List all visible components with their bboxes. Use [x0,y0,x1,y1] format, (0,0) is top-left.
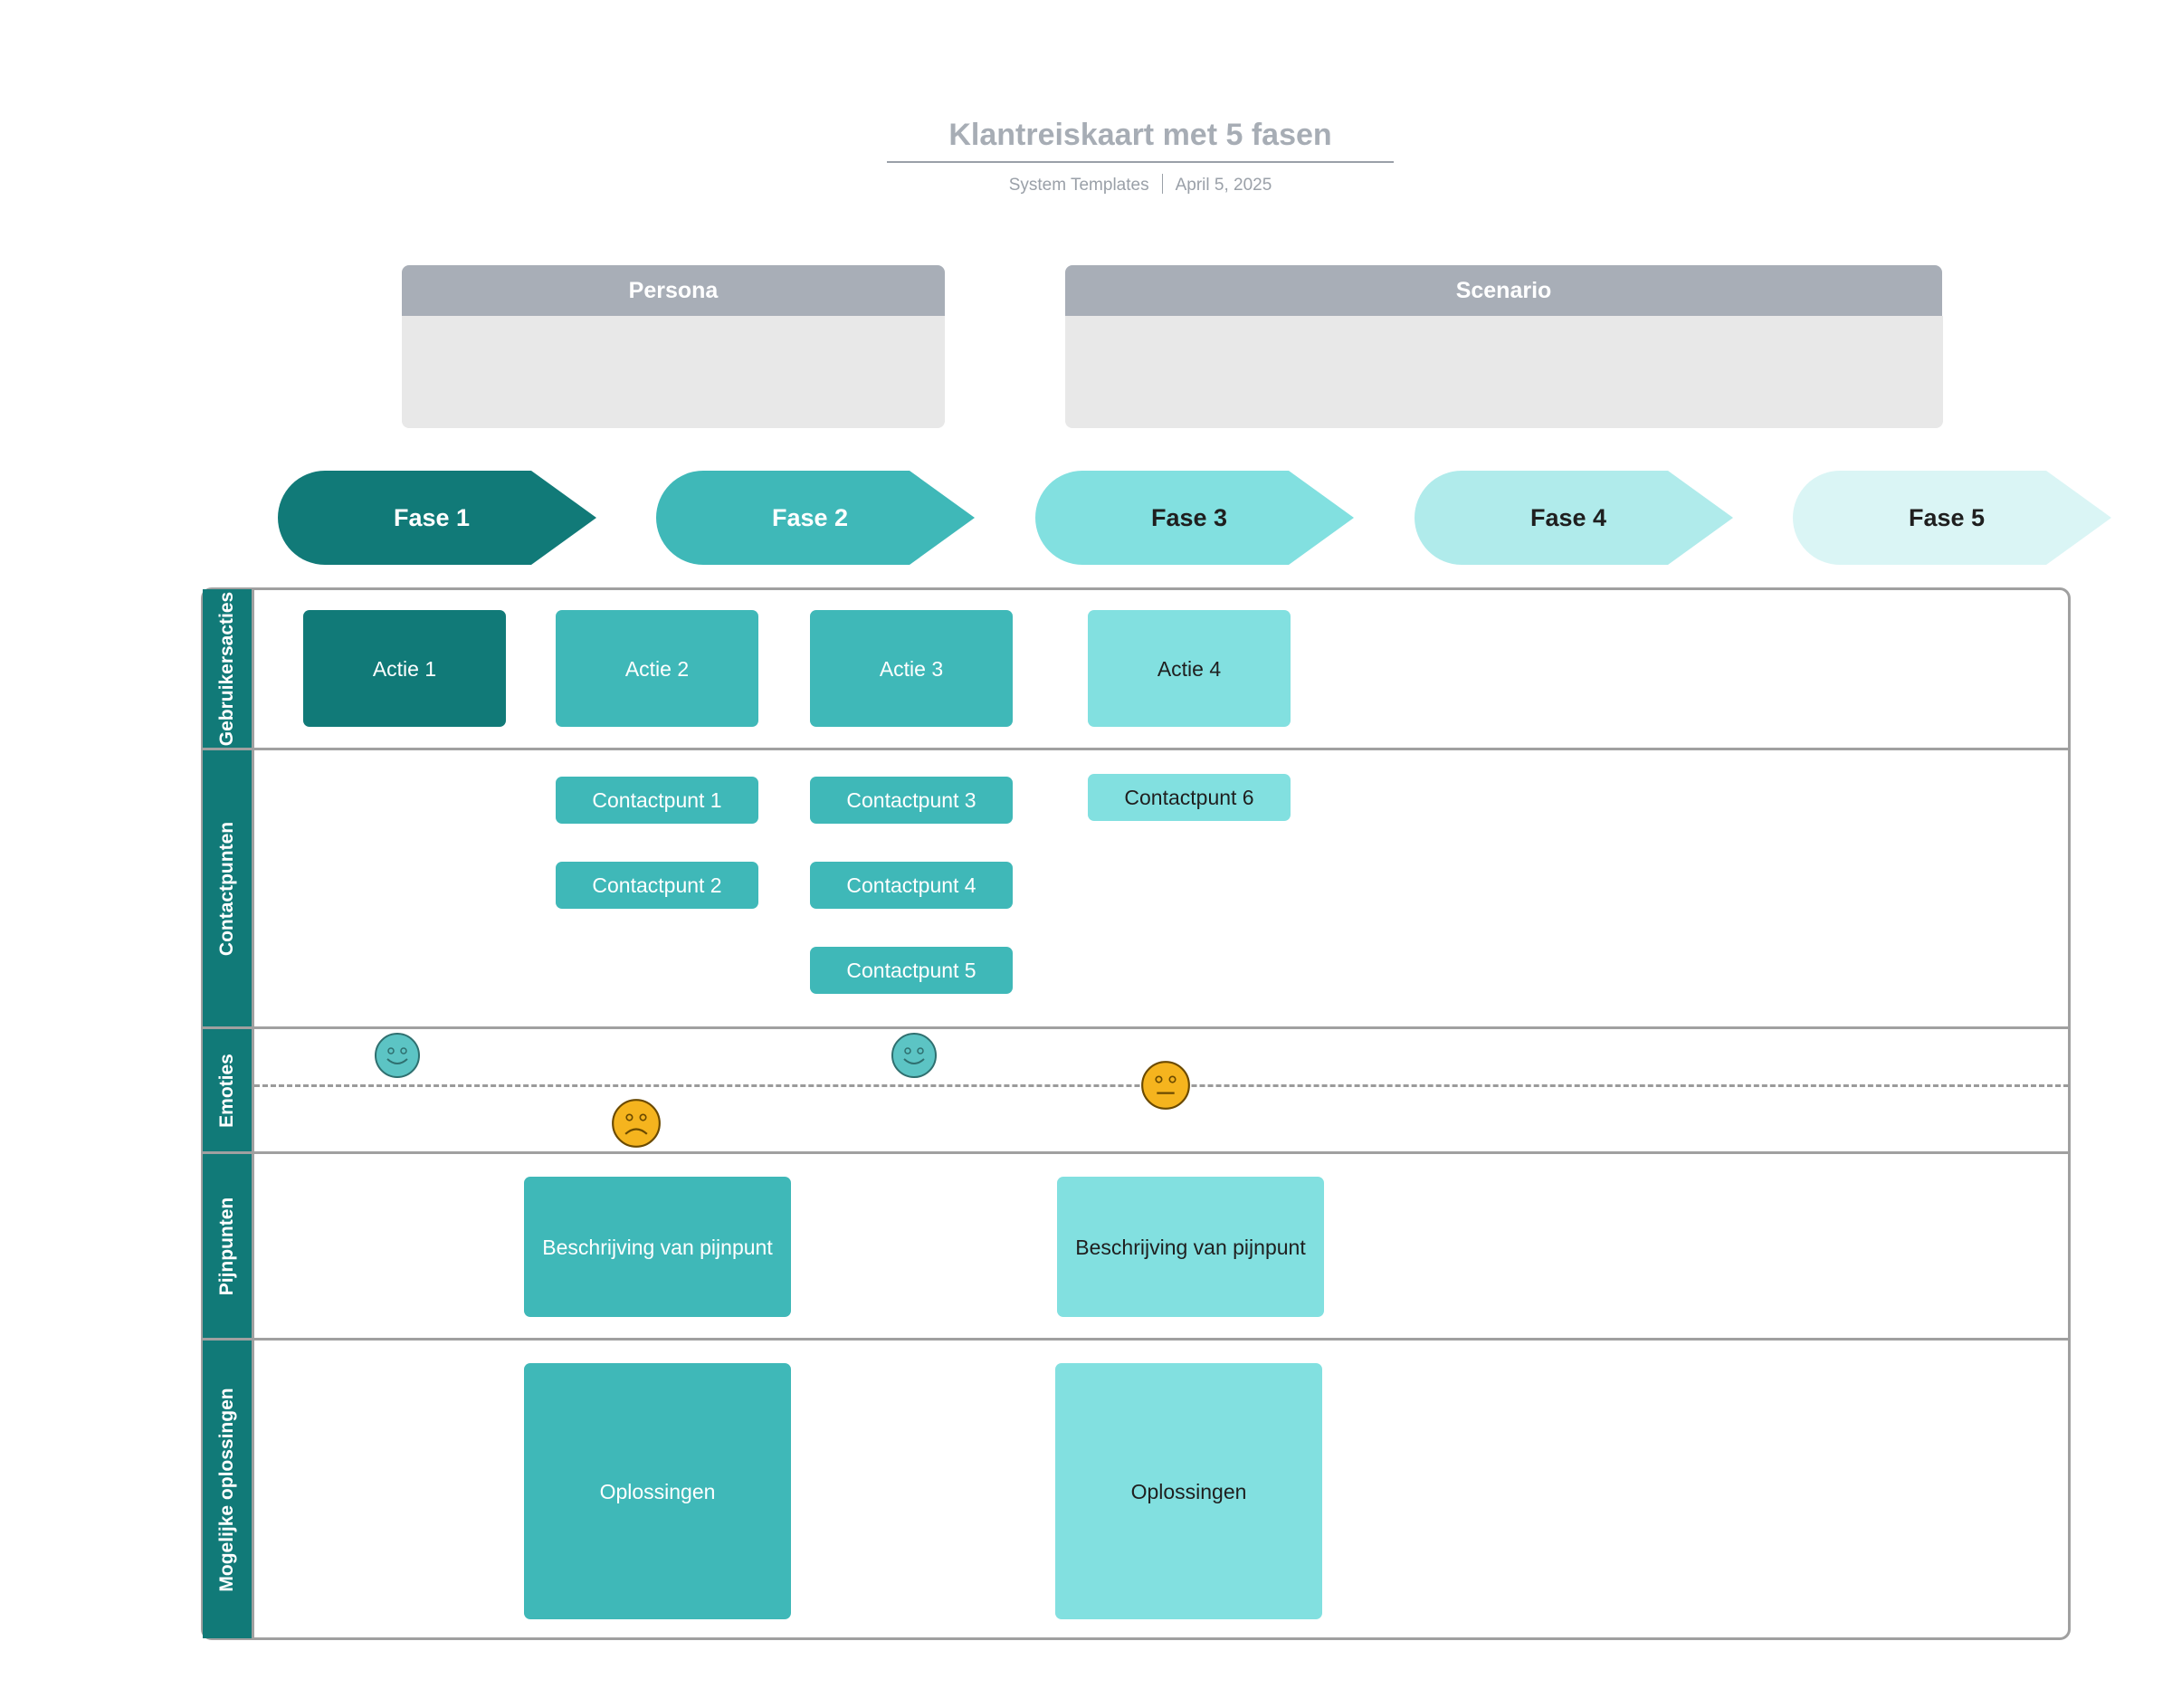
touchpoint-card[interactable]: Contactpunt 1 [556,777,758,824]
sad-face-icon[interactable] [611,1098,662,1149]
lane-label-gebruikersacties: Gebruikersacties [203,589,252,748]
action-card[interactable]: Actie 4 [1088,610,1291,727]
lane-label-pijnpunten: Pijnpunten [203,1154,252,1338]
phase-5-shape [1793,471,2111,565]
lane-label-oplossingen: Mogelijke oplossingen [203,1341,252,1638]
phase-3[interactable]: Fase 3 [1035,471,1354,565]
document-meta: System Templates April 5, 2025 [887,174,1394,196]
action-card[interactable]: Actie 2 [556,610,758,727]
solution-card[interactable]: Oplossingen [1055,1363,1322,1619]
title-underline [887,161,1394,163]
phase-2[interactable]: Fase 2 [656,471,975,565]
lane-title-gebruikersacties: Gebruikersacties [216,591,237,746]
phase-5-arrow [1793,471,2111,565]
happy-face-icon[interactable] [891,1032,938,1079]
lane-title-contactpunten: Contactpunten [216,821,237,956]
lane-divider [203,1338,2071,1341]
action-card[interactable]: Actie 1 [303,610,506,727]
scenario-body[interactable] [1065,316,1943,428]
phase-2-arrow [656,471,975,565]
lane-divider [203,1151,2071,1154]
phase-3-arrow [1035,471,1354,565]
lane-title-emoties: Emoties [216,1053,237,1128]
phase-3-shape [1035,471,1354,565]
phase-4-label: Fase 4 [1529,504,1607,531]
phase-2-shape [656,471,975,565]
page-title: Klantreiskaart met 5 fasen [948,118,1332,152]
happy-face-icon[interactable] [374,1032,421,1079]
lane-label-contactpunten: Contactpunten [203,750,252,1026]
phase-1[interactable]: Fase 1 [278,471,596,565]
phase-2-label: Fase 2 [771,504,849,531]
phase-3-label: Fase 3 [1150,504,1228,531]
touchpoint-card[interactable]: Contactpunt 3 [810,777,1013,824]
lane-divider [203,748,2071,750]
action-card[interactable]: Actie 3 [810,610,1013,727]
scenario-header: Scenario [1065,265,1942,316]
phase-5[interactable]: Fase 5 [1793,471,2111,565]
phase-1-label: Fase 1 [393,504,471,531]
swimlane-frame [201,587,2071,1640]
solution-card[interactable]: Oplossingen [524,1363,791,1619]
persona-header: Persona [402,265,945,316]
lane-title-oplossingen: Mogelijke oplossingen [216,1387,237,1592]
date-label: April 5, 2025 [1175,176,1272,195]
phase-5-label: Fase 5 [1908,504,1986,531]
touchpoint-card[interactable]: Contactpunt 5 [810,947,1013,994]
touchpoint-card[interactable]: Contactpunt 4 [810,862,1013,909]
phase-1-arrow [278,471,596,565]
lane-label-emoties: Emoties [203,1029,252,1151]
touchpoint-card[interactable]: Contactpunt 2 [556,862,758,909]
pain-point-card[interactable]: Beschrijving van pijnpunt [1057,1177,1324,1317]
persona-body[interactable] [402,316,945,428]
lane-divider [203,1026,2071,1029]
source-label: System Templates [1008,176,1149,195]
meta-divider [1161,174,1163,194]
pain-point-card[interactable]: Beschrijving van pijnpunt [524,1177,791,1317]
phase-4[interactable]: Fase 4 [1415,471,1733,565]
neutral-face-icon[interactable] [1140,1060,1191,1111]
phase-4-shape [1415,471,1733,565]
phase-1-shape [278,471,596,565]
lane-title-pijnpunten: Pijnpunten [216,1197,237,1295]
touchpoint-card[interactable]: Contactpunt 6 [1088,774,1291,821]
label-column-divider [252,589,254,1638]
phase-4-arrow [1415,471,1733,565]
